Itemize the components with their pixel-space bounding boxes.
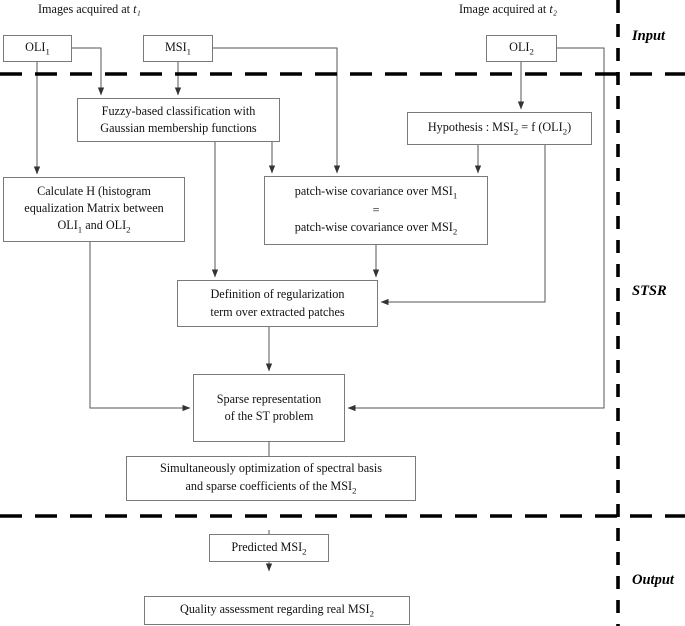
node-hypothesis[interactable]: Hypothesis : MSI2 = f (OLI2): [407, 112, 592, 145]
zone-label-stsr: STSR: [632, 283, 667, 299]
node-simultaneous-optimization[interactable]: Simultaneously optimization of spectral …: [126, 456, 416, 501]
node-calculate-h[interactable]: Calculate H (histogram equalization Matr…: [3, 177, 185, 242]
header-left-time: Images acquired at t₁: [38, 2, 141, 16]
node-predicted-msi2[interactable]: Predicted MSI2: [209, 534, 329, 562]
node-definition-regularization[interactable]: Definition of regularization term over e…: [177, 280, 378, 327]
node-oli2[interactable]: OLI2: [486, 35, 557, 62]
header-right-time: Image acquired at t₂: [459, 2, 557, 16]
node-fuzzy-classification[interactable]: Fuzzy-based classification with Gaussian…: [77, 98, 280, 142]
wire-oli1-to-fuzzy: [72, 47, 105, 96]
zone-label-input: Input: [632, 28, 666, 44]
node-msi1[interactable]: MSI1: [143, 35, 213, 62]
node-quality-assessment[interactable]: Quality assessment regarding real MSI2: [144, 596, 410, 625]
wire-calch-to-sparse: [89, 242, 191, 412]
zone-label-output: Output: [632, 572, 674, 588]
node-patchwise-covariance[interactable]: patch-wise covariance over MSI1 = patch-…: [264, 176, 488, 245]
node-sparse-representation[interactable]: Sparse representation of the ST problem: [193, 374, 345, 442]
node-oli1[interactable]: OLI1: [3, 35, 72, 62]
